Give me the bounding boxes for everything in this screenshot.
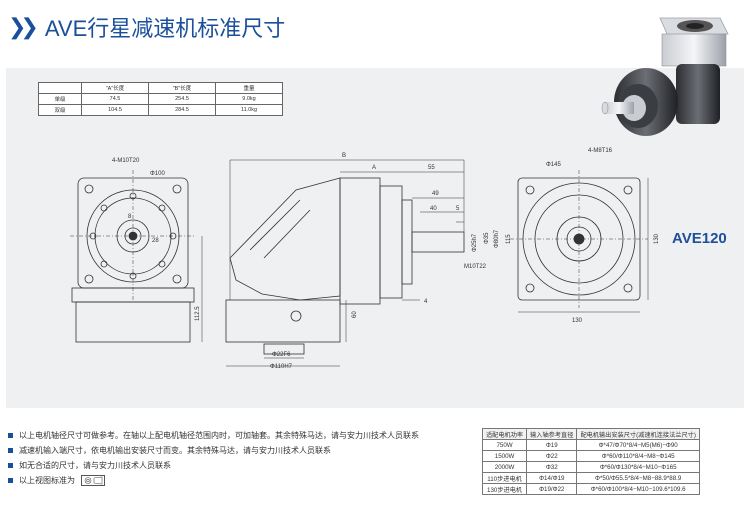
note-text: 减速机输入端尺寸，依电机输出安装尺寸而变。其余特殊马达，请与安力川技术人员联系	[19, 445, 331, 455]
table-cell: 2000W	[481, 461, 528, 473]
dim-label: Φ100	[150, 171, 165, 177]
page-header: ❯❯ AVE行星减速机标准尺寸	[8, 10, 285, 44]
dim-label: Φ80h7	[494, 229, 500, 248]
note-item: 如无合适的尺寸，请与安力川技术人员联系	[8, 458, 419, 472]
table-cell: 130步进电机	[481, 483, 528, 495]
table-row: 110步进电机 Φ14/Φ19 Φ*50/Φ55.5*8/4−M8−88.9*8…	[481, 472, 700, 484]
dim-label: 130	[654, 233, 660, 244]
dim-label: 28	[152, 238, 159, 244]
dim-label: Φ110H7	[270, 364, 293, 370]
dim-label: Φ25h7	[472, 233, 478, 252]
note-text: 以上视图标准为	[19, 475, 75, 485]
table-cell: 1500W	[481, 450, 528, 462]
table-cell: 284.5	[148, 104, 216, 116]
dim-label: Φ35	[484, 232, 490, 244]
gearbox-photo	[601, 17, 729, 136]
dim-label: 49	[432, 191, 439, 197]
dim-label: 4-M8T16	[588, 148, 613, 154]
table-row: 适配电机功率 输入轴参考直径 配电机输出安装尺寸(减速机连接法兰尺寸)	[481, 428, 700, 440]
dimension-labels: 4-M10T20 Φ100 8 28 112.5 B A 55 49 40 5 …	[112, 148, 660, 370]
table-row: 750W Φ19 Φ*47/Φ70*8/4−M5(M6)−Φ90	[481, 439, 700, 451]
note-text: 如无合适的尺寸，请与安力川技术人员联系	[19, 460, 171, 470]
table-cell: Φ*47/Φ70*8/4−M5(M6)−Φ90	[576, 439, 700, 451]
dim-label: 4-M10T20	[112, 158, 140, 164]
bullet-icon	[8, 447, 13, 453]
note-item: 以上电机轴径尺寸可做参考。在轴以上配电机轴径范围内时，可加轴套。其余特殊马达，请…	[8, 428, 419, 442]
table-row: 1500W Φ22 Φ*60/Φ110*8/4−M8−Φ145	[481, 450, 700, 462]
table-cell: Φ19/Φ22	[526, 483, 578, 495]
motor-spec-table: 适配电机功率 输入轴参考直径 配电机输出安装尺寸(减速机连接法兰尺寸) 750W…	[481, 428, 700, 495]
table-cell: 适配电机功率	[481, 428, 528, 440]
dimension-table: "A"长度 "B"长度 重量 单级 74.5 254.5 9.0kg 双级 10…	[38, 82, 283, 116]
dim-label: B	[342, 153, 346, 159]
dim-label: Φ145	[546, 162, 561, 168]
note-text: 以上电机轴径尺寸可做参考。在轴以上配电机轴径范围内时，可加轴套。其余特殊马达，请…	[19, 430, 419, 440]
dim-label: 130	[572, 318, 583, 324]
table-row: 130步进电机 Φ19/Φ22 Φ*60/Φ100*8/4−M10−109.6*…	[481, 483, 700, 495]
table-cell: Φ22	[526, 450, 578, 462]
bullet-icon	[8, 477, 13, 483]
note-item: 减速机输入端尺寸，依电机输出安装尺寸而变。其余特殊马达，请与安力川技术人员联系	[8, 443, 419, 457]
table-cell: 11.0kg	[215, 104, 283, 116]
table-row: 双级 104.5 284.5 11.0kg	[38, 104, 283, 116]
dim-label: A	[372, 165, 376, 171]
table-cell: Φ14/Φ19	[526, 472, 578, 484]
bullet-icon	[8, 462, 13, 468]
dim-label: 55	[428, 165, 435, 171]
table-cell: 110步进电机	[481, 472, 528, 484]
dim-label: 4	[424, 299, 428, 305]
page-title: AVE行星减速机标准尺寸	[44, 16, 286, 41]
table-cell: "B"长度	[148, 82, 216, 94]
left-view	[70, 170, 203, 343]
side-view	[225, 159, 465, 367]
table-cell: Φ*50/Φ55.5*8/4−M8−88.9*88.9	[576, 472, 700, 484]
model-label: AVE120	[672, 230, 727, 247]
dim-label: 8	[128, 214, 132, 220]
projection-view-icon	[81, 474, 105, 486]
table-cell: Φ*60/Φ130*8/4−M10−Φ165	[576, 461, 700, 473]
drawing-panel	[6, 68, 744, 408]
dim-label: 5	[456, 206, 460, 212]
dim-label: 115	[506, 234, 512, 244]
dim-label: M10T22	[464, 264, 487, 270]
table-cell: 750W	[481, 439, 528, 451]
table-row: 2000W Φ32 Φ*60/Φ130*8/4−M10−Φ165	[481, 461, 700, 473]
dim-label: 40	[430, 206, 437, 212]
dim-label: Φ22F6	[272, 352, 291, 358]
notes-list: 以上电机轴径尺寸可做参考。在轴以上配电机轴径范围内时，可加轴套。其余特殊马达，请…	[8, 428, 419, 488]
front-view	[510, 170, 649, 313]
table-cell: 104.5	[81, 104, 149, 116]
dim-label: 112.5	[195, 306, 201, 321]
table-cell: Φ32	[526, 461, 578, 473]
table-cell: Φ*60/Φ110*8/4−M8−Φ145	[576, 450, 700, 462]
table-cell: Φ*60/Φ100*8/4−M10−109.6*109.6	[576, 483, 700, 495]
table-cell: 配电机输出安装尺寸(减速机连接法兰尺寸)	[576, 428, 700, 440]
dim-label: 60	[352, 311, 358, 318]
table-cell: Φ19	[526, 439, 578, 451]
table-cell: 输入轴参考直径	[526, 428, 578, 440]
note-item: 以上视图标准为	[8, 473, 419, 487]
bullet-icon	[8, 432, 13, 438]
